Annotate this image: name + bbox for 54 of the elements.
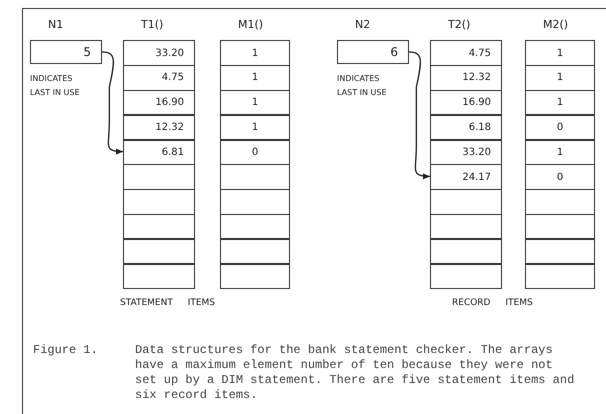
variable-name: N2 xyxy=(355,18,370,31)
empty-cell xyxy=(123,188,195,216)
array-cell: 1 xyxy=(525,40,595,66)
array-cell: 1 xyxy=(525,139,595,166)
array-cell: 0 xyxy=(525,114,595,141)
empty-cell xyxy=(123,164,195,190)
array-cell: 1 xyxy=(525,90,595,116)
empty-cell xyxy=(525,214,595,240)
empty-cell xyxy=(220,263,290,290)
array-cell: 6.81 xyxy=(123,139,195,166)
array-cell: 12.32 xyxy=(123,114,195,141)
array-cell: 24.17 xyxy=(430,164,502,190)
array-cell: 1 xyxy=(220,40,290,66)
empty-cell xyxy=(430,214,502,240)
empty-cell xyxy=(123,238,195,265)
array-cell: 1 xyxy=(220,90,290,116)
array-cell: 4.75 xyxy=(430,40,502,66)
array-name: T1() xyxy=(141,18,164,31)
array-cell: 0 xyxy=(525,164,595,190)
array-cell: 1 xyxy=(220,64,290,92)
empty-cell xyxy=(430,238,502,265)
empty-cell xyxy=(220,188,290,216)
value-box: 5 xyxy=(30,40,102,64)
array-cell: 4.75 xyxy=(123,64,195,92)
figure-caption: Data structures for the bank statement checker. The arrays have a maximum element number of ten because they were not set up by a DIM statement. There are five statement items and six record items. xyxy=(135,343,575,403)
empty-cell xyxy=(430,188,502,216)
empty-cell xyxy=(525,188,595,216)
array-cell: 16.90 xyxy=(123,90,195,116)
empty-cell xyxy=(123,263,195,290)
array-cell: 16.90 xyxy=(430,90,502,116)
empty-cell xyxy=(220,238,290,265)
array-caption: STATEMENT ITEMS xyxy=(120,298,216,308)
array-name: M1() xyxy=(238,18,264,31)
note-text: INDICATES LAST IN USE xyxy=(30,73,80,99)
value-box: 6 xyxy=(337,40,409,64)
array-cell: 6.18 xyxy=(430,114,502,141)
array-cell: 12.32 xyxy=(430,64,502,92)
empty-cell xyxy=(525,238,595,265)
empty-cell xyxy=(220,164,290,190)
array-cell: 33.20 xyxy=(430,139,502,166)
array-caption: RECORD ITEMS xyxy=(452,298,533,308)
empty-cell xyxy=(220,214,290,240)
empty-cell xyxy=(430,263,502,290)
variable-name: N1 xyxy=(48,18,64,31)
array-name: T2() xyxy=(448,18,470,31)
array-cell: 0 xyxy=(220,139,290,166)
array-cell: 1 xyxy=(220,114,290,141)
array-cell: 33.20 xyxy=(123,40,195,66)
note-text: INDICATES LAST IN USE xyxy=(337,73,388,99)
array-cell: 1 xyxy=(525,64,595,92)
figure-number: Figure 1. xyxy=(33,343,98,358)
array-name: M2() xyxy=(543,18,568,31)
empty-cell xyxy=(123,214,195,240)
empty-cell xyxy=(525,263,595,290)
